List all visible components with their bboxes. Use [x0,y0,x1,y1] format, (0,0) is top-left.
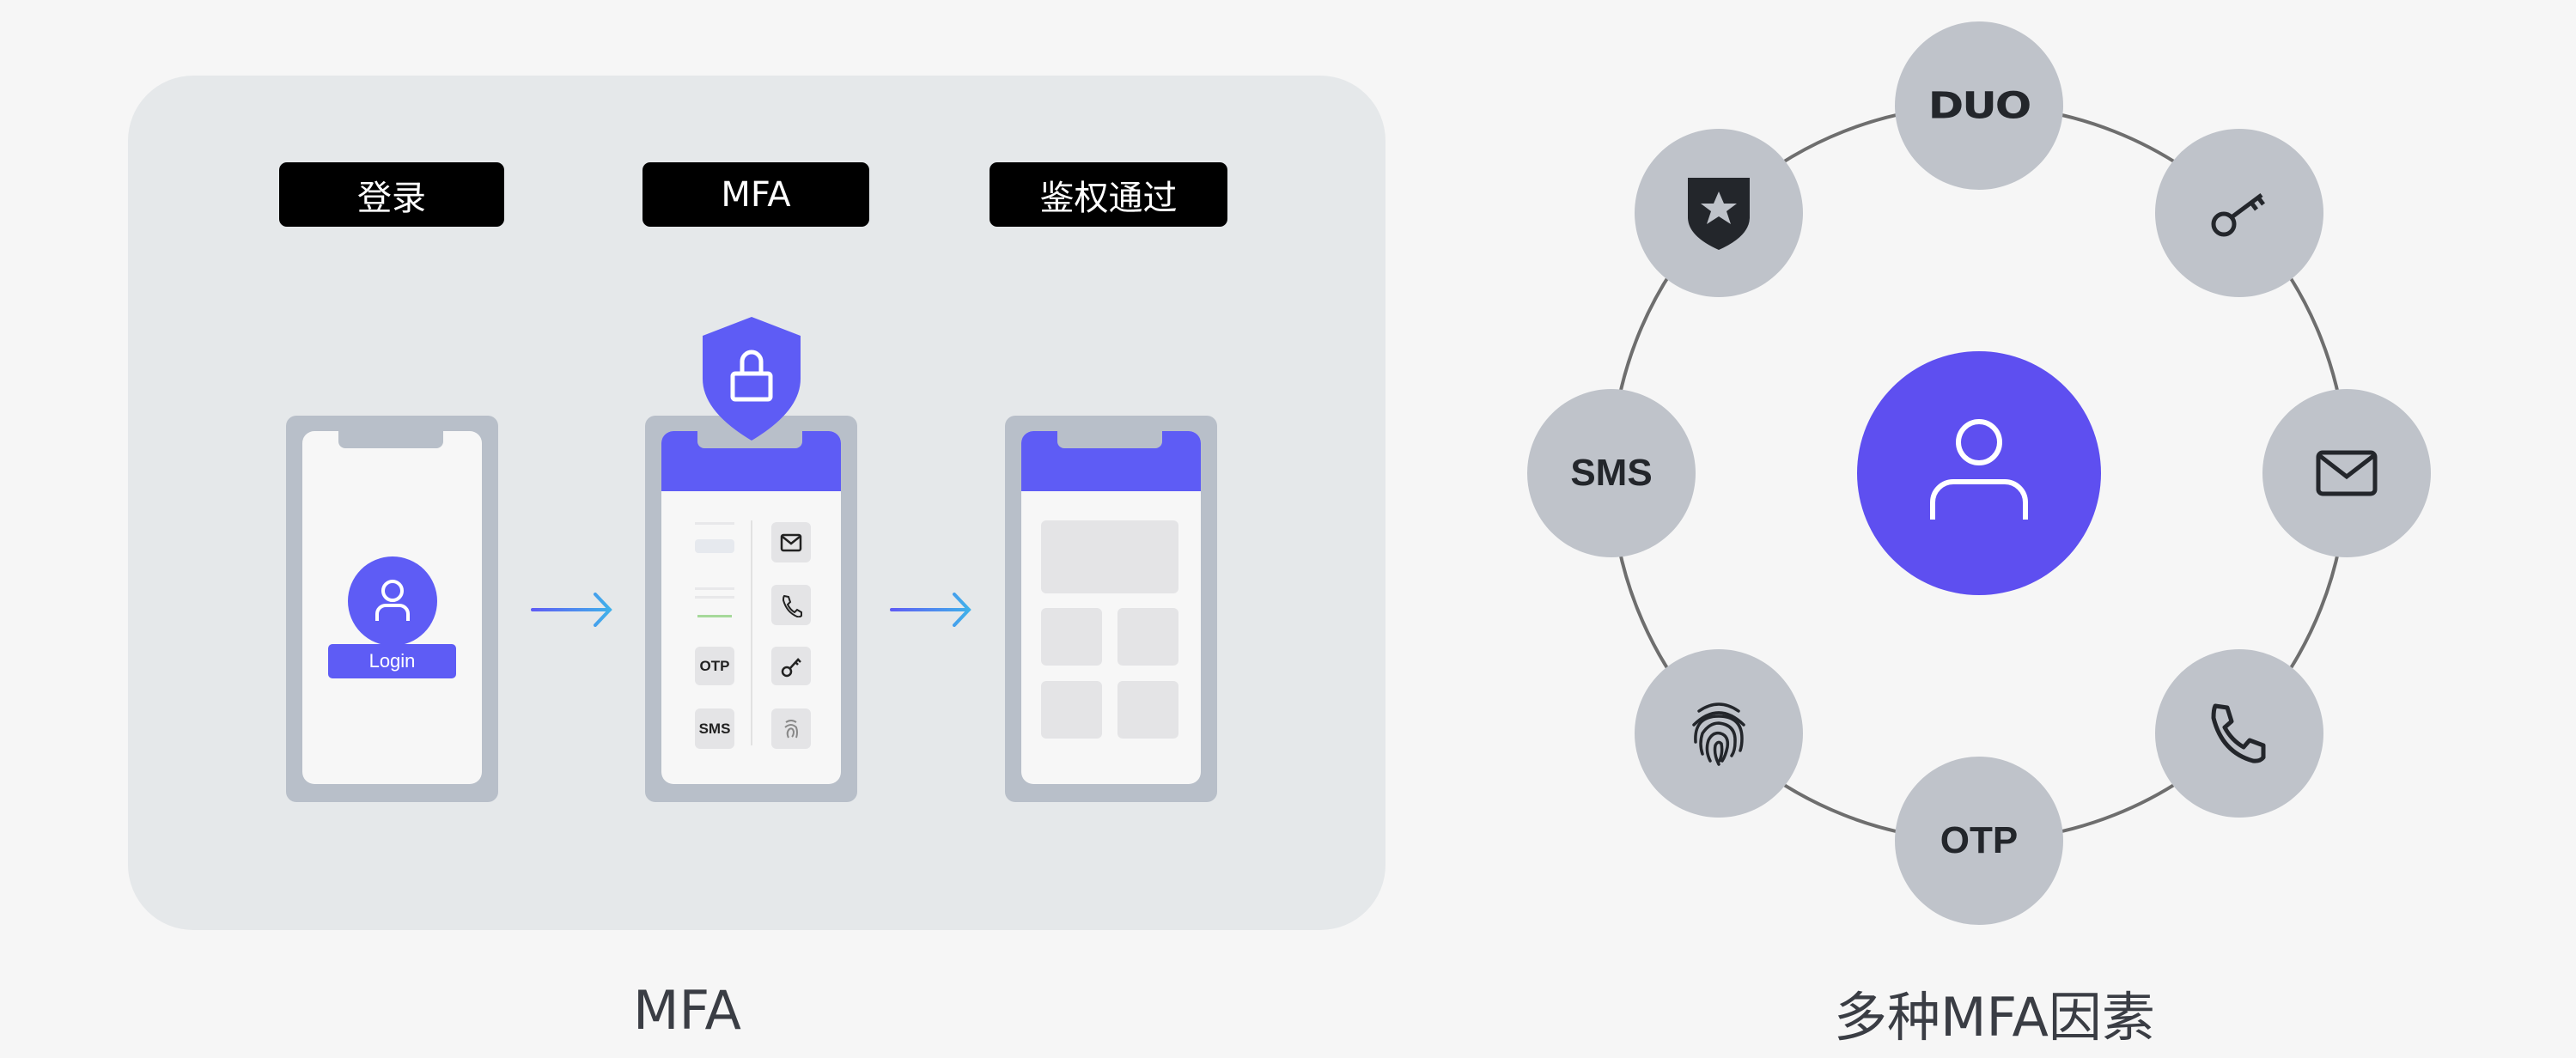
key-icon [781,657,801,677]
factor-sms: SMS [1527,389,1696,557]
placeholder-line [695,587,734,590]
phone-screen: OTP SMS [661,431,841,784]
factor-authenticator [1635,129,1803,297]
factor-email [2262,389,2431,557]
phone-screen: Login [302,431,482,784]
otp-tile[interactable]: OTP [695,647,734,685]
phone-login: Login [286,416,498,802]
step-label-mfa: MFA [642,162,869,227]
placeholder-field [695,539,734,553]
key-tile[interactable] [771,647,811,685]
login-button[interactable]: Login [328,644,456,678]
placeholder-line [697,615,732,617]
fingerprint-icon [1692,702,1745,766]
arrow-right-icon [531,593,612,627]
factor-phone [2155,649,2323,818]
duo-logo-text: DUO [1927,84,2032,127]
content-block [1041,608,1102,666]
key-icon [2211,192,2265,237]
phone-mfa: OTP SMS [645,416,857,802]
factor-key [2155,129,2323,297]
fingerprint-icon [784,719,798,738]
phone-screen [1021,431,1201,784]
user-avatar-icon [348,556,437,646]
column-divider [751,520,752,745]
content-block [1041,681,1102,739]
caption-mfa: MFA [633,979,741,1042]
arrow-right-icon [890,593,971,627]
caption-mfa-factors: 多种MFA因素 [1834,986,2155,1049]
shield-lock-icon [703,317,801,441]
mail-icon [780,533,802,551]
placeholder-line [695,596,734,599]
phone-icon [2211,703,2266,763]
phone-icon [782,594,802,617]
content-block [1117,681,1178,739]
mail-tile[interactable] [771,522,811,562]
user-center-icon [1857,351,2101,595]
phone-tile[interactable] [771,585,811,625]
placeholder-line [695,522,734,525]
step-label-login: 登录 [279,162,504,227]
phone-authenticated [1005,416,1217,802]
shield-star-icon [1688,178,1750,250]
fingerprint-tile[interactable] [771,708,811,749]
step-label-authenticated: 鉴权通过 [990,162,1227,227]
sms-tile[interactable]: SMS [695,708,734,749]
phone-notch [697,431,802,448]
factor-otp: OTP [1895,757,2063,925]
factor-duo: DUO [1895,21,2063,190]
factor-fingerprint [1635,649,1803,818]
mail-icon [2316,450,2378,496]
content-block [1041,520,1178,593]
content-block [1117,608,1178,666]
phone-notch [338,431,443,448]
phone-notch [1057,431,1162,448]
